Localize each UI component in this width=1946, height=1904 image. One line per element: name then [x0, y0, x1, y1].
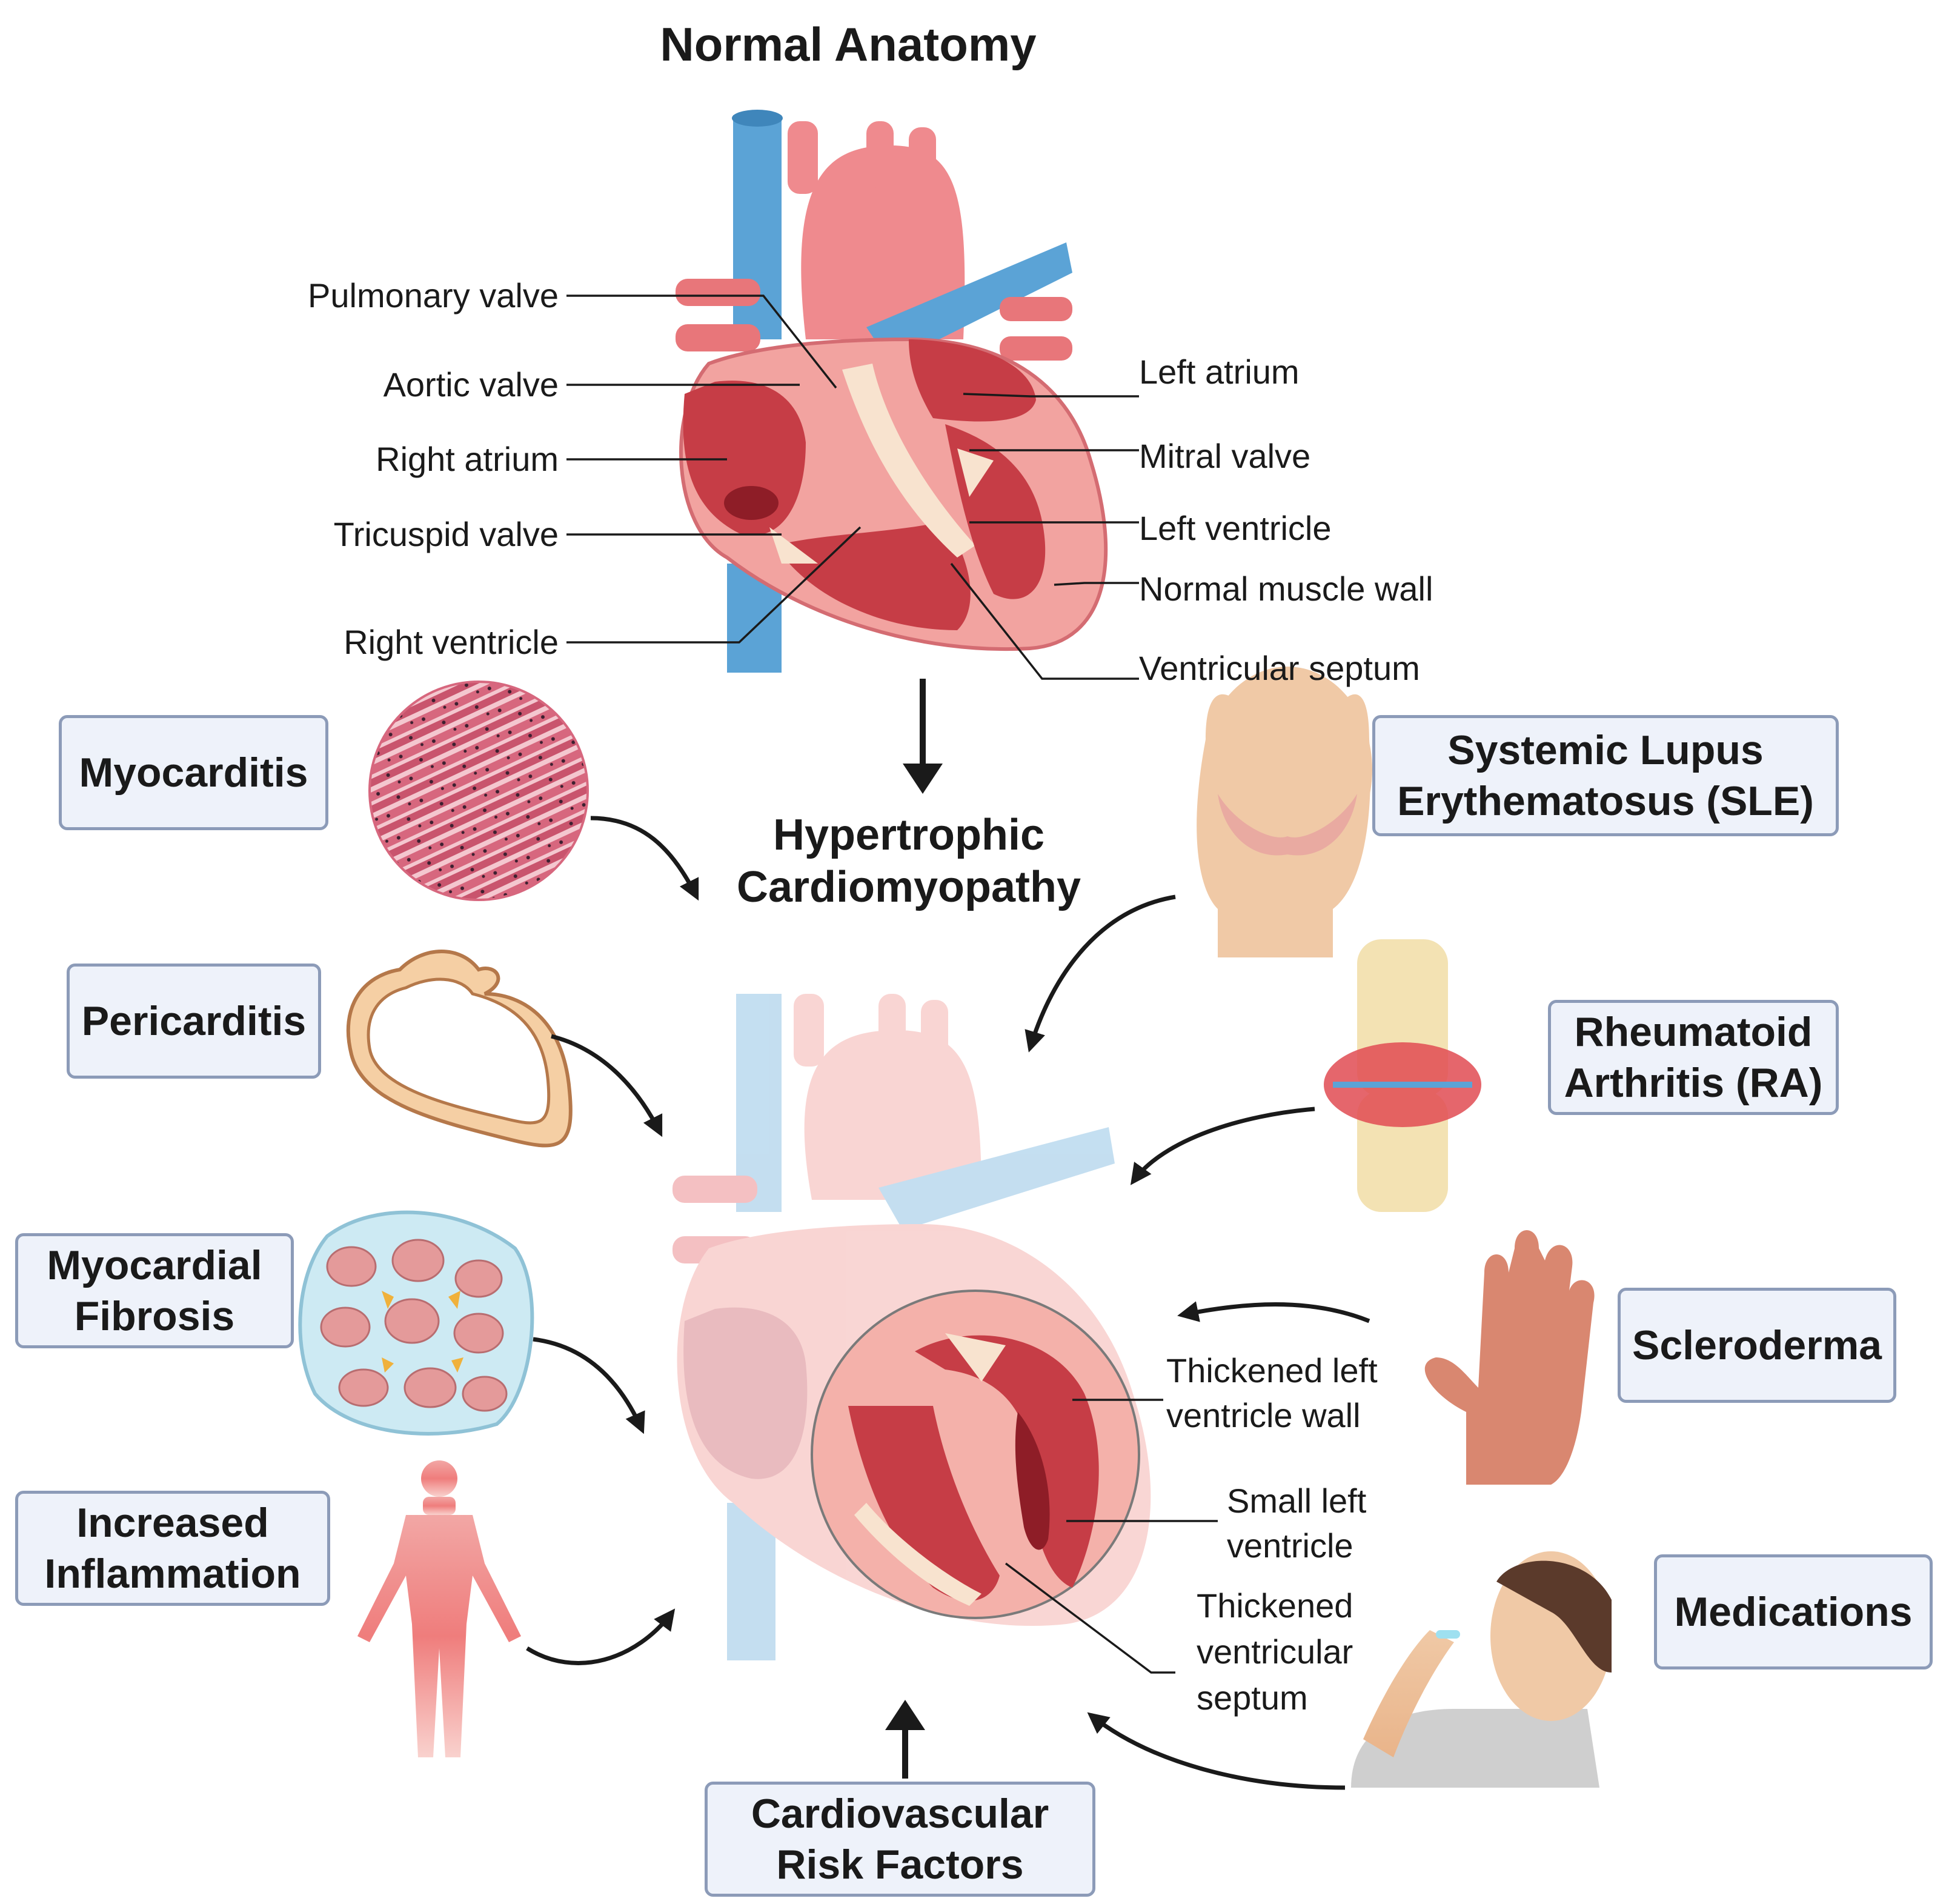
cause-fibrosis-line-1: Myocardial — [47, 1242, 262, 1288]
cause-box-scleroderma: Scleroderma — [1618, 1288, 1896, 1403]
label-thickened-septum-line-2: ventricular — [1197, 1633, 1353, 1671]
cause-ra-line-1: Rheumatoid — [1574, 1009, 1813, 1055]
pericardium-icon — [346, 950, 573, 1148]
label-left-ventricle: Left ventricle — [1139, 509, 1332, 547]
center-title-line-1: Hypertrophic — [772, 811, 1045, 859]
cause-inflammation-line-1: Increased — [76, 1500, 269, 1546]
heart-normal-icon — [676, 110, 1108, 673]
label-left-atrium: Left atrium — [1139, 353, 1300, 391]
label-right-ventricle: Right ventricle — [344, 623, 559, 661]
label-small-lv-line-1: Small left — [1227, 1482, 1367, 1520]
diagram-title: Normal Anatomy — [660, 18, 1037, 71]
cause-cv-line-1: Cardiovascular — [751, 1791, 1049, 1837]
label-normal-muscle-wall: Normal muscle wall — [1139, 570, 1433, 608]
human-body-icon — [357, 1460, 521, 1757]
label-small-lv-line-2: ventricle — [1227, 1526, 1353, 1565]
label-thickened-septum-line-3: septum — [1197, 1679, 1308, 1717]
cause-fibrosis-line-2: Fibrosis — [74, 1293, 235, 1339]
label-tricuspid-valve: Tricuspid valve — [333, 515, 559, 553]
label-ventricular-septum: Ventricular septum — [1139, 649, 1420, 687]
label-thickened-septum: Thickened ventricular septum — [1197, 1583, 1353, 1721]
center-title-line-2: Cardiomyopathy — [736, 863, 1081, 911]
label-mitral-valve: Mitral valve — [1139, 437, 1311, 475]
face-rash-icon — [1197, 667, 1372, 957]
cause-medications-line-1: Medications — [1674, 1589, 1913, 1635]
hand-icon — [1424, 1230, 1595, 1485]
label-thickened-lv-wall: Thickened left ventricle wall — [1166, 1348, 1378, 1438]
cause-box-medications: Medications — [1654, 1554, 1933, 1669]
cause-pericarditis-line-1: Pericarditis — [81, 998, 307, 1044]
cause-box-increased-inflammation: Increased Inflammation — [15, 1491, 330, 1606]
cause-sle-line-2: Erythematosus (SLE) — [1397, 778, 1814, 824]
hcm-leader-lines — [1005, 1399, 1218, 1674]
heart-hypertrophic-icon — [672, 994, 1151, 1660]
cause-cv-line-2: Risk Factors — [776, 1842, 1024, 1888]
cause-box-ra: Rheumatoid Arthritis (RA) — [1548, 1000, 1839, 1115]
cause-box-pericarditis: Pericarditis — [67, 964, 321, 1079]
normal-leader-lines — [566, 295, 1139, 680]
cause-sle-line-1: Systemic Lupus — [1447, 727, 1764, 773]
cause-arrows — [526, 816, 1370, 1790]
center-title: Hypertrophic Cardiomyopathy — [697, 809, 1121, 913]
fibrosis-tissue-icon — [298, 1210, 534, 1436]
cause-box-myocarditis: Myocarditis — [59, 715, 328, 830]
label-thickened-lv-wall-line-1: Thickened left — [1166, 1351, 1378, 1390]
label-aortic-valve: Aortic valve — [383, 365, 559, 404]
cause-box-cardiovascular-risk-factors: Cardiovascular Risk Factors — [705, 1782, 1095, 1897]
label-pulmonary-valve: Pulmonary valve — [308, 276, 559, 315]
myocarditis-tissue-icon — [368, 681, 589, 901]
label-thickened-lv-wall-line-2: ventricle wall — [1166, 1396, 1361, 1434]
cause-box-myocardial-fibrosis: Myocardial Fibrosis — [15, 1233, 294, 1348]
cause-myocarditis-line-1: Myocarditis — [79, 750, 308, 796]
label-thickened-septum-line-1: Thickened — [1197, 1586, 1353, 1625]
person-pill-icon — [1351, 1551, 1612, 1788]
label-right-atrium: Right atrium — [376, 440, 559, 478]
knee-joint-icon — [1324, 939, 1481, 1212]
cause-ra-line-2: Arthritis (RA) — [1564, 1060, 1823, 1106]
label-small-lv: Small left ventricle — [1227, 1479, 1366, 1568]
cause-inflammation-line-2: Inflammation — [44, 1551, 301, 1597]
cause-scleroderma-line-1: Scleroderma — [1632, 1322, 1882, 1368]
cause-box-sle: Systemic Lupus Erythematosus (SLE) — [1372, 715, 1839, 836]
